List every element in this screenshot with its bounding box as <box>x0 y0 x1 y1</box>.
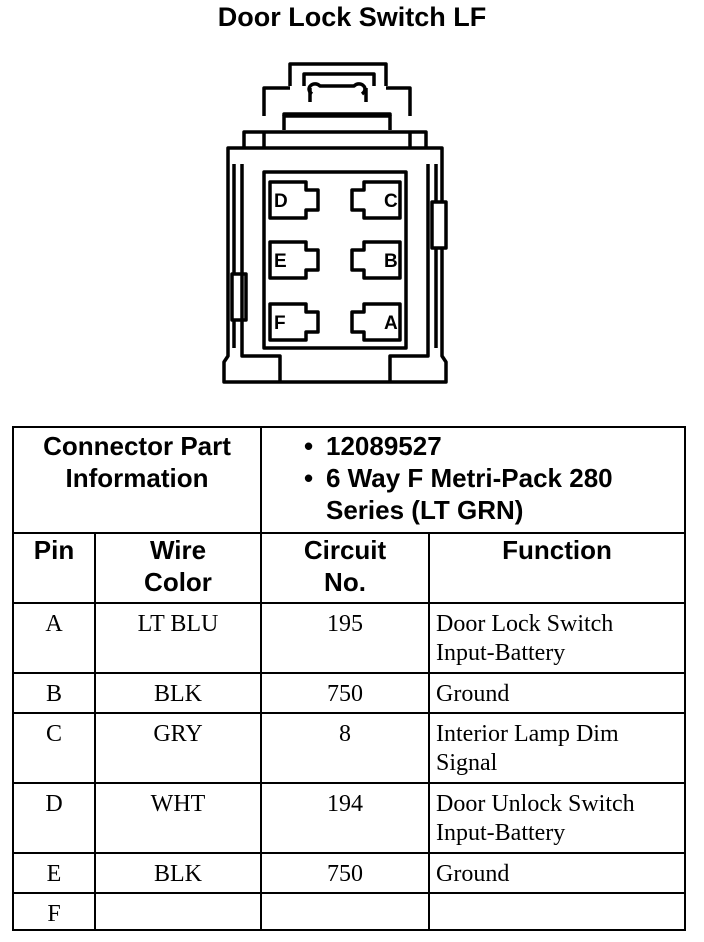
wire-color-cell: WHT <box>94 782 262 854</box>
cavity-f <box>268 302 320 342</box>
table-row: E BLK 750 Ground <box>12 852 687 894</box>
connector-info-table: Connector Part Information • 12089527 • 6 … <box>12 426 687 931</box>
pin-label-c: C <box>384 191 398 212</box>
function-cell: Ground <box>427 852 687 894</box>
column-header-row: Pin Wire Color Circuit No. Function <box>12 532 687 604</box>
column-header-function: Function <box>427 532 687 604</box>
table-row: C GRY 8 Interior Lamp Dim Signal <box>12 712 687 784</box>
wire-color-cell: BLK <box>94 672 262 714</box>
cavity-d <box>268 180 320 220</box>
bullet-icon: • <box>304 431 314 461</box>
wire-color-cell: BLK <box>94 852 262 894</box>
table-row: A LT BLU 195 Door Lock Switch Input-Batt… <box>12 602 687 674</box>
part-info-row: Connector Part Information • 12089527 • 6 … <box>12 426 687 534</box>
pin-cell: F <box>12 892 96 931</box>
circuit-cell: 750 <box>260 852 430 894</box>
pin-cell: C <box>12 712 96 784</box>
cavity-a <box>350 302 402 342</box>
part-number: 12089527 <box>326 431 442 461</box>
column-header-pin: Pin <box>12 532 96 604</box>
part-info-label: Connector Part Information <box>12 426 262 534</box>
pin-cell: A <box>12 602 96 674</box>
function-cell: Ground <box>427 672 687 714</box>
wire-color-cell: LT BLU <box>94 602 262 674</box>
pin-label-f: F <box>274 313 286 334</box>
circuit-cell: 8 <box>260 712 430 784</box>
part-info-values: • 12089527 • 6 Way F Metri-Pack 280 Series… <box>259 426 687 534</box>
page-title: Door Lock Switch LF <box>217 2 487 32</box>
connector-type: 6 Way F Metri-Pack 280 <box>326 463 613 493</box>
pin-cell: B <box>12 672 96 714</box>
function-cell: Interior Lamp Dim Signal <box>427 712 687 784</box>
cavity-e <box>268 240 320 280</box>
function-cell: Door Lock Switch Input-Battery <box>427 602 687 674</box>
table-row: F <box>12 892 687 931</box>
connector-face-diagram: D C E B F A <box>222 62 448 384</box>
circuit-cell: 750 <box>260 672 430 714</box>
function-cell <box>427 892 687 931</box>
pin-label-a: A <box>384 313 398 334</box>
table-row: B BLK 750 Ground <box>12 672 687 714</box>
cavity-b <box>350 240 402 280</box>
wire-color-cell <box>94 892 262 931</box>
cavity-c <box>350 180 402 220</box>
function-cell: Door Unlock Switch Input-Battery <box>427 782 687 854</box>
column-header-circuit: Circuit No. <box>260 532 430 604</box>
pin-cell: D <box>12 782 96 854</box>
pin-label-e: E <box>274 251 287 272</box>
circuit-cell: 195 <box>260 602 430 674</box>
column-header-wire-color: Wire Color <box>94 532 262 604</box>
pin-label-d: D <box>274 191 288 212</box>
pin-label-b: B <box>384 251 398 272</box>
bullet-icon: • <box>304 463 314 493</box>
connector-series: Series (LT GRN) <box>326 495 524 525</box>
pin-cell: E <box>12 852 96 894</box>
table-row: D WHT 194 Door Unlock Switch Input-Batte… <box>12 782 687 854</box>
circuit-cell: 194 <box>260 782 430 854</box>
wire-color-cell: GRY <box>94 712 262 784</box>
circuit-cell <box>260 892 430 931</box>
